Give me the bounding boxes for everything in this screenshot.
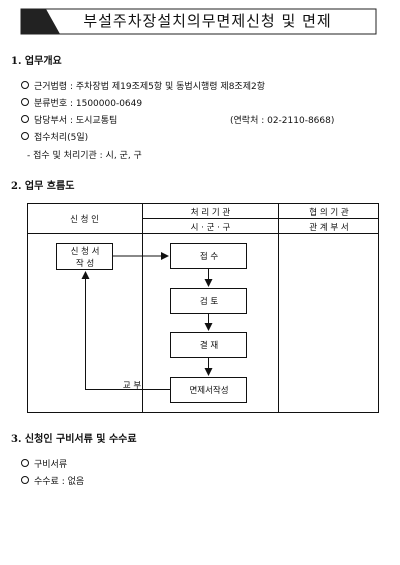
list-item-documents: 구비서류 bbox=[21, 457, 67, 470]
banner-frame bbox=[20, 8, 377, 35]
list-item-law: 근거법령 : 주차장법 제19조제5항 및 동법시행령 제8조제2항 bbox=[21, 79, 265, 92]
sub-item-agency: - 접수 및 처리기관 : 시, 군, 구 bbox=[27, 151, 142, 161]
label-delivery: 교 부 bbox=[122, 381, 142, 391]
workflow-diagram: 신 청 인 처 리 기 관 시 · 군 · 구 협 의 기 관 관 계 부 서 … bbox=[27, 203, 379, 413]
step-review: 검 토 bbox=[199, 297, 219, 307]
column-subheader-processing: 시 · 군 · 구 bbox=[190, 223, 231, 233]
section-overview-heading: 1. 업무개요 bbox=[11, 56, 62, 67]
bullet-circle-icon bbox=[21, 132, 29, 140]
column-header-applicant: 신 청 인 bbox=[70, 215, 99, 225]
box-application-line2: 작 성 bbox=[75, 259, 95, 269]
bullet-circle-icon bbox=[21, 115, 29, 123]
page-title: 부설주차장설치의무면제신청 및 면제 bbox=[83, 12, 332, 30]
column-header-processing: 처 리 기 관 bbox=[190, 208, 231, 218]
bullet-circle-icon bbox=[21, 459, 29, 467]
column-header-cooperation: 협 의 기 관 bbox=[309, 208, 349, 218]
bullet-circle-icon bbox=[21, 81, 29, 89]
workflow-lines bbox=[27, 203, 379, 413]
column-subheader-cooperation: 관 계 부 서 bbox=[309, 223, 349, 233]
section-flow-heading: 2. 업무 흐름도 bbox=[11, 181, 75, 192]
step-issue: 면제서작성 bbox=[189, 386, 229, 396]
list-item-fee: 수수료 : 없음 bbox=[21, 474, 84, 487]
step-receipt: 접 수 bbox=[199, 252, 219, 262]
box-application-line1: 신 청 서 bbox=[70, 247, 100, 257]
list-item-department: 담당부서 : 도시교통팀 bbox=[21, 113, 117, 126]
list-item-class-number: 분류번호 : 1500000-0649 bbox=[21, 96, 142, 109]
title-banner: 부설주차장설치의무면제신청 및 면제 bbox=[20, 8, 377, 35]
contact-number: (연락처 : 02-2110-8668) bbox=[230, 116, 335, 126]
section-documents-heading: 3. 신청인 구비서류 및 수수료 bbox=[11, 434, 137, 445]
list-item-processing: 접수처리(5일) bbox=[21, 130, 88, 143]
bullet-circle-icon bbox=[21, 476, 29, 484]
step-approval: 결 재 bbox=[199, 341, 219, 351]
bullet-circle-icon bbox=[21, 98, 29, 106]
